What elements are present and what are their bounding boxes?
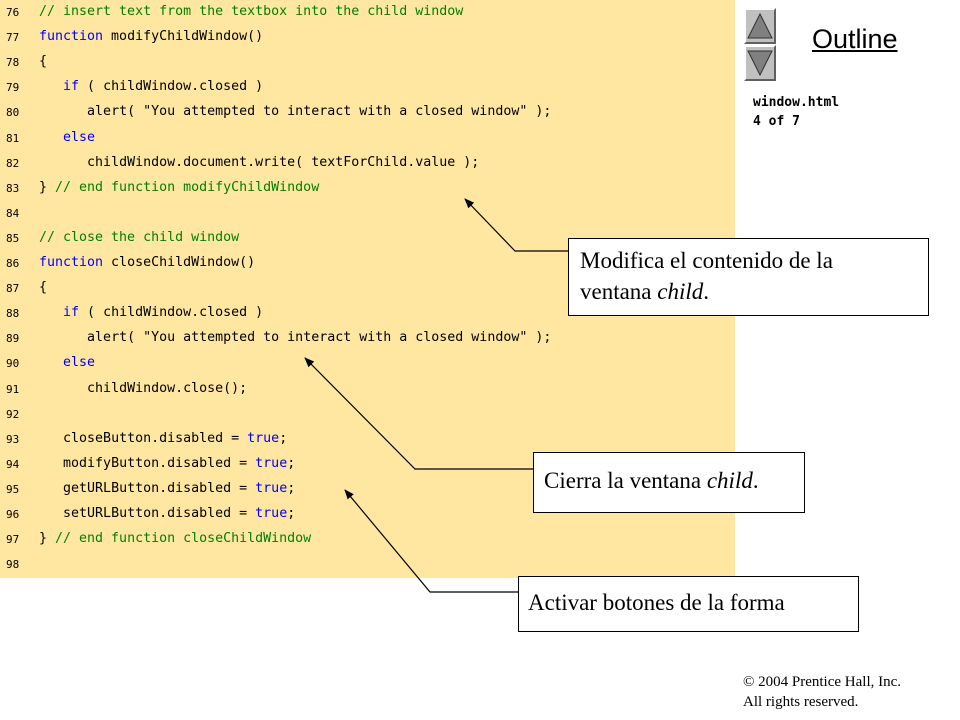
triangle-down-icon bbox=[747, 50, 773, 77]
line-number: 97 bbox=[6, 533, 20, 547]
code-line: 93 closeButton.disabled = true; bbox=[0, 427, 735, 452]
code-line: 79 if ( childWindow.closed ) bbox=[0, 75, 735, 100]
previous-slide-button[interactable] bbox=[744, 8, 776, 44]
code-text: else bbox=[63, 129, 96, 145]
code-line: 96 setURLButton.disabled = true; bbox=[0, 502, 735, 527]
code-line: 94 modifyButton.disabled = true; bbox=[0, 452, 735, 477]
line-number: 81 bbox=[6, 131, 20, 145]
line-number: 92 bbox=[6, 407, 20, 421]
file-name: window.html bbox=[753, 95, 840, 110]
code-text: // insert text from the textbox into the… bbox=[39, 4, 464, 19]
code-line: 87 { bbox=[0, 276, 735, 301]
line-number: 78 bbox=[6, 56, 20, 70]
code-line: 91 childWindow.close(); bbox=[0, 377, 735, 402]
line-number: 83 bbox=[6, 181, 20, 195]
line-number: 79 bbox=[6, 81, 20, 95]
line-number: 88 bbox=[6, 307, 20, 321]
code-line: 80 alert( "You attempted to interact wit… bbox=[0, 100, 735, 125]
code-text: getURLButton.disabled = true; bbox=[63, 480, 296, 496]
arrow-modify bbox=[464, 198, 568, 252]
code-line: 98 bbox=[0, 552, 735, 577]
line-number: 89 bbox=[6, 332, 20, 346]
page-indicator: 4 of 7 bbox=[753, 114, 800, 129]
code-text: else bbox=[63, 355, 96, 371]
copyright-text: © 2004 Prentice Hall, Inc. bbox=[743, 674, 902, 690]
outline-link[interactable]: Outline bbox=[812, 24, 898, 54]
line-number: 91 bbox=[6, 382, 20, 396]
code-text: // close the child window bbox=[39, 229, 240, 245]
line-number: 82 bbox=[6, 156, 20, 170]
copyright-notice: © 2004 Prentice Hall, Inc. All rights re… bbox=[743, 672, 901, 712]
code-text: modifyButton.disabled = true; bbox=[63, 455, 296, 471]
code-text: closeButton.disabled = true; bbox=[63, 430, 288, 446]
code-text: } // end function modifyChildWindow bbox=[39, 179, 320, 195]
line-number: 86 bbox=[6, 257, 20, 270]
line-number: 98 bbox=[6, 558, 20, 572]
callout-close: Cierra la ventana child. bbox=[533, 452, 805, 513]
callout-modify: Modifica el contenido de la ventana chil… bbox=[568, 238, 929, 316]
callout-modify-line2: ventana child. bbox=[580, 279, 710, 304]
line-number: 85 bbox=[6, 231, 20, 245]
line-number: 76 bbox=[6, 6, 20, 19]
code-line: 83 } // end function modifyChildWindow bbox=[0, 176, 735, 201]
code-line: 85 // close the child window bbox=[0, 226, 735, 251]
callout-modify-line1: Modifica el contenido de la bbox=[580, 248, 833, 273]
rights-text: All rights reserved. bbox=[743, 694, 859, 710]
code-line: 89 alert( "You attempted to interact wit… bbox=[0, 326, 735, 351]
code-line: 88 if ( childWindow.closed ) bbox=[0, 301, 735, 326]
code-line: 84 bbox=[0, 201, 735, 226]
code-line: 95 getURLButton.disabled = true; bbox=[0, 477, 735, 502]
line-number: 94 bbox=[6, 457, 20, 471]
code-text: childWindow.close(); bbox=[87, 380, 248, 396]
code-text: { bbox=[39, 280, 48, 296]
code-line: 86 function closeChildWindow() bbox=[0, 251, 735, 276]
code-text: setURLButton.disabled = true; bbox=[63, 506, 296, 521]
arrow-close bbox=[304, 357, 533, 470]
line-number: 96 bbox=[6, 508, 20, 521]
code-line: 76 // insert text from the textbox into t… bbox=[0, 0, 735, 25]
code-line: 77 function modifyChildWindow() bbox=[0, 25, 735, 50]
line-number: 77 bbox=[6, 31, 20, 45]
line-number: 87 bbox=[6, 282, 20, 296]
code-text: } // end function closeChildWindow bbox=[39, 531, 312, 547]
line-number: 84 bbox=[6, 206, 20, 220]
code-line: 81 else bbox=[0, 126, 735, 151]
code-text: { bbox=[39, 54, 48, 70]
code-line: 92 bbox=[0, 402, 735, 427]
code-text: function modifyChildWindow() bbox=[39, 29, 264, 45]
triangle-up-icon bbox=[747, 12, 773, 39]
next-slide-button[interactable] bbox=[744, 45, 776, 81]
arrow-enable bbox=[344, 489, 518, 593]
line-number: 93 bbox=[6, 432, 20, 446]
line-number: 80 bbox=[6, 106, 20, 120]
code-text: if ( childWindow.closed ) bbox=[63, 79, 264, 95]
code-text: childWindow.document.write( textForChild… bbox=[87, 154, 480, 170]
code-text: alert( "You attempted to interact with a… bbox=[87, 330, 552, 346]
callout-enable: Activar botones de la forma bbox=[518, 576, 859, 632]
line-number: 95 bbox=[6, 482, 20, 496]
line-number: 90 bbox=[6, 357, 20, 371]
code-text: function closeChildWindow() bbox=[39, 255, 256, 270]
code-text: if ( childWindow.closed ) bbox=[63, 305, 264, 321]
code-text: alert( "You attempted to interact with a… bbox=[87, 104, 552, 120]
code-line: 97 } // end function closeChildWindow bbox=[0, 527, 735, 552]
code-line: 82 childWindow.document.write( textForCh… bbox=[0, 151, 735, 176]
code-line: 90 else bbox=[0, 351, 735, 376]
code-line: 78 { bbox=[0, 50, 735, 75]
